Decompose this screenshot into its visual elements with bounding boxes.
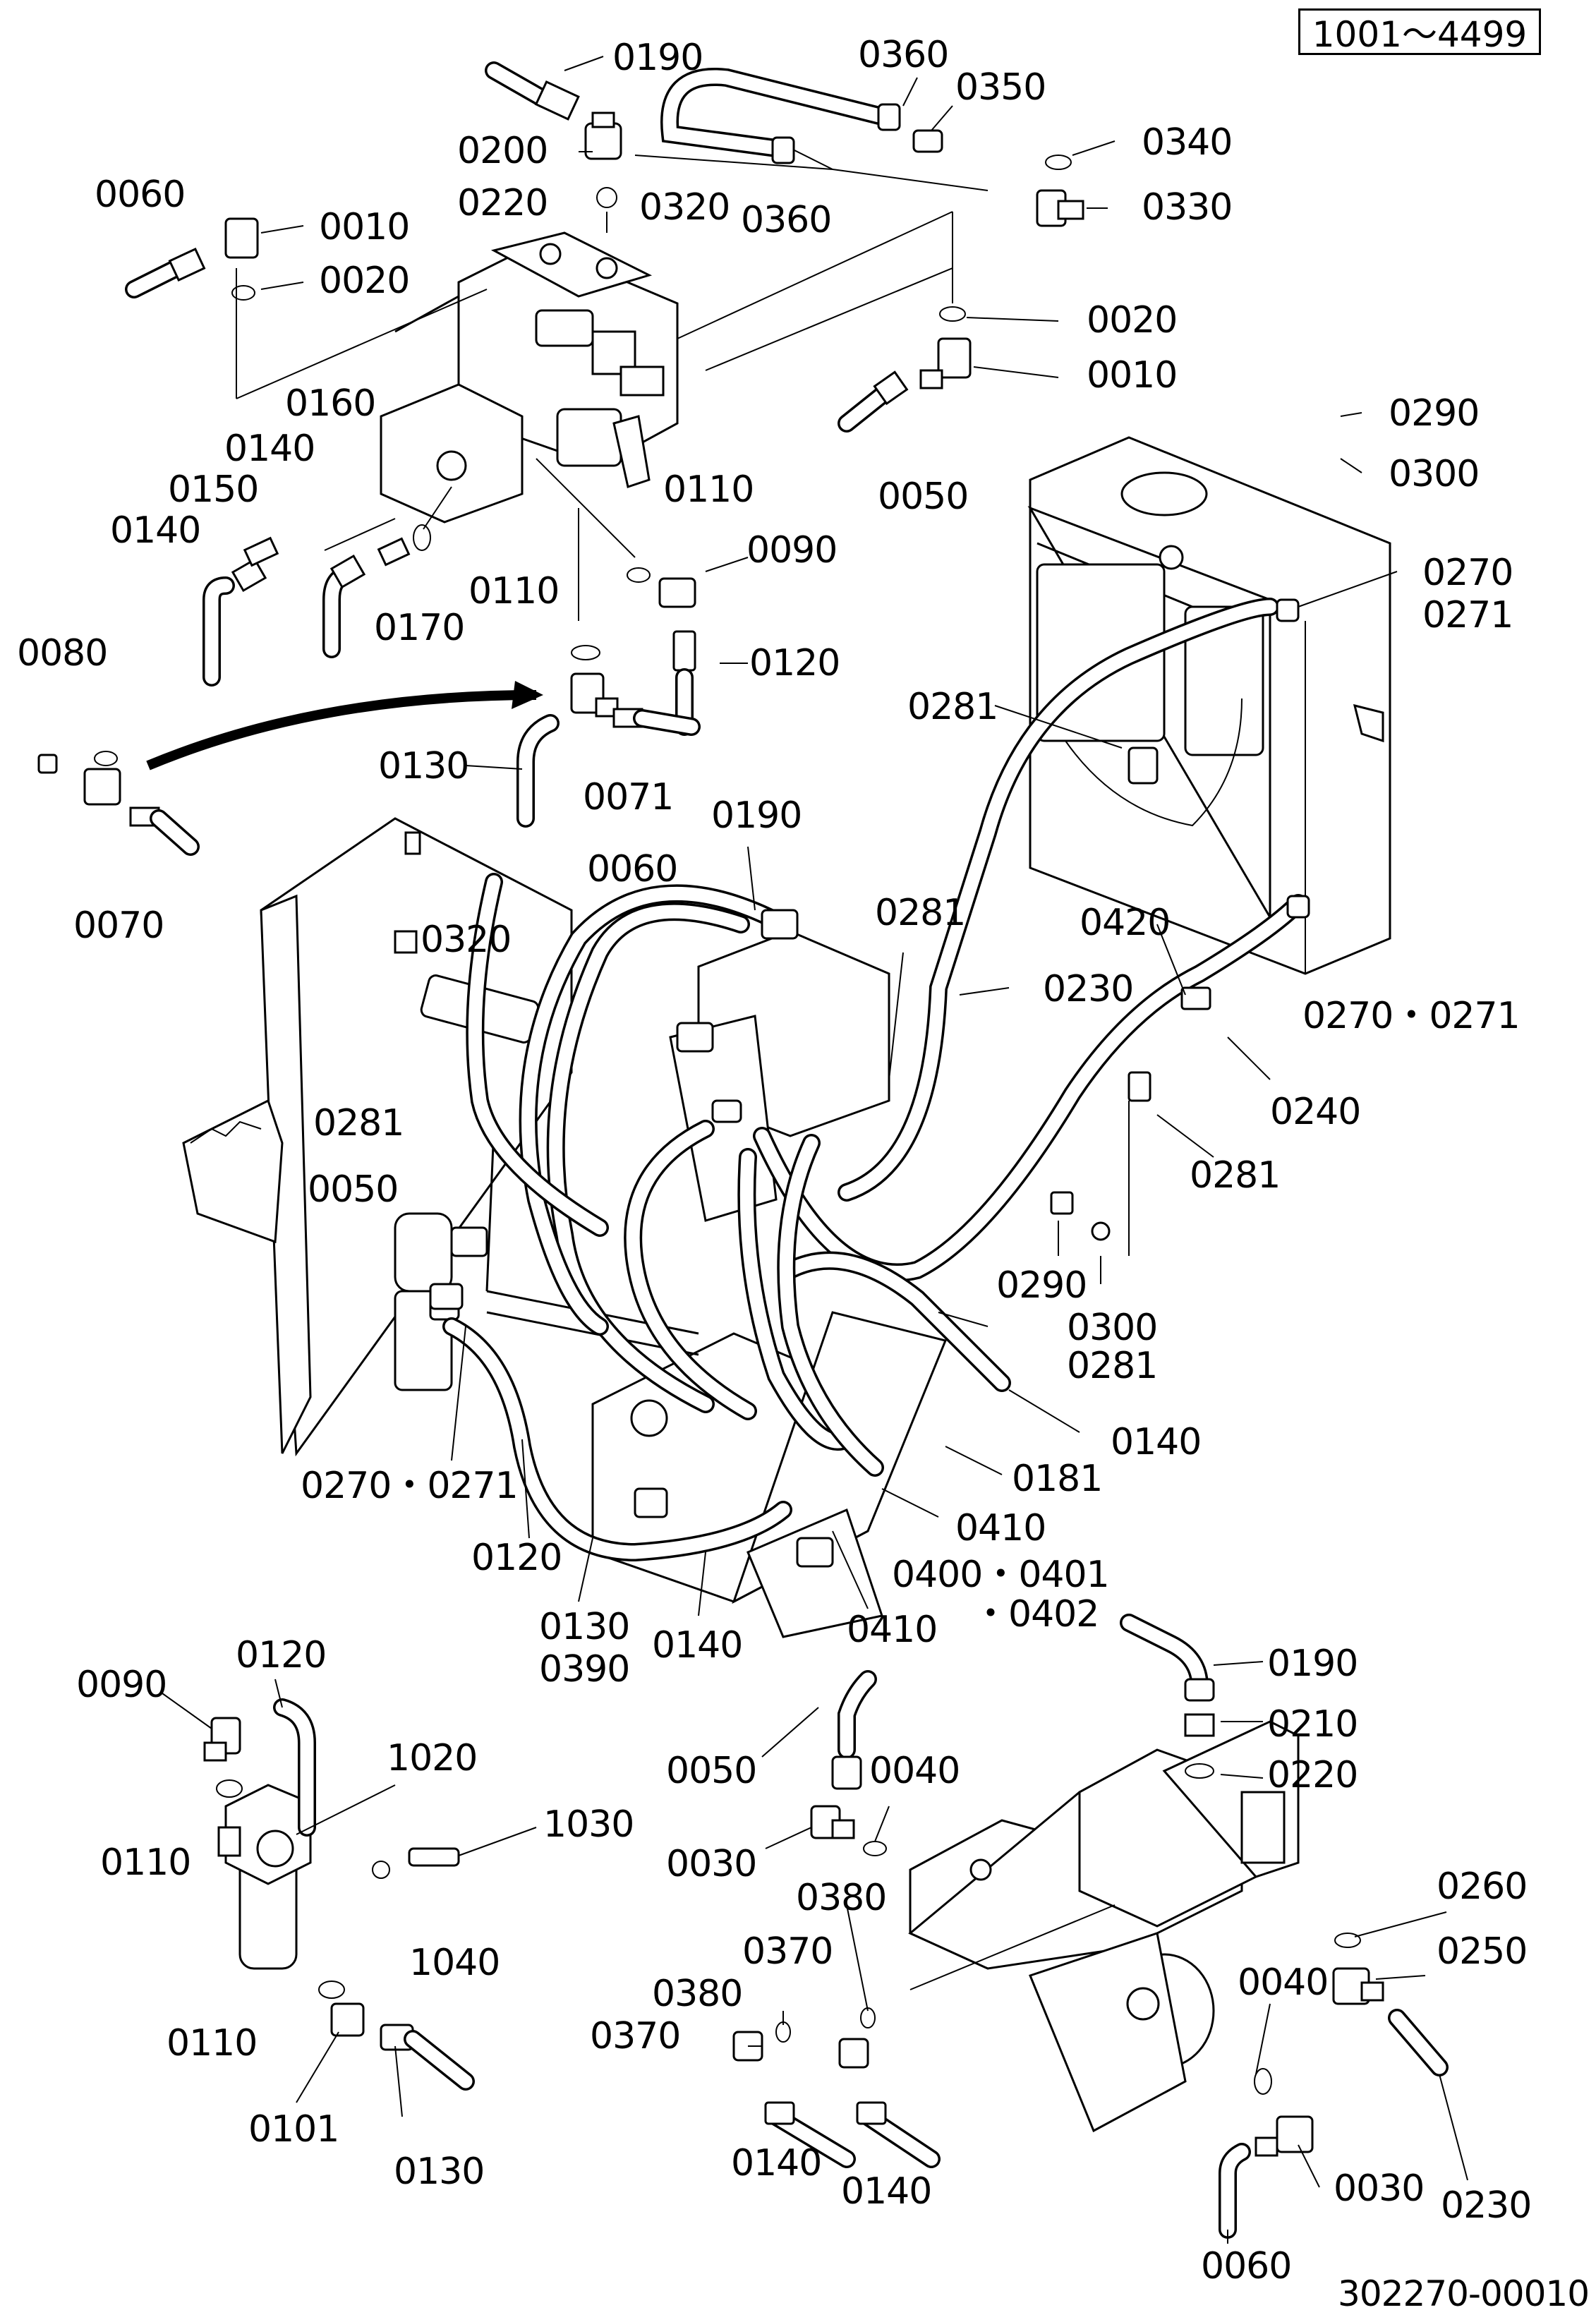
callout-label: 0220 [1267, 1754, 1358, 1796]
callout-label: 0290 [996, 1264, 1087, 1307]
callout-label: 0390 [539, 1648, 630, 1691]
callout-label: 0281 [875, 892, 966, 934]
callout-label: 0320 [421, 919, 512, 961]
top-hoses [37, 61, 1084, 856]
callout-label: 0140 [652, 1624, 743, 1667]
main-hoses [429, 598, 1310, 1568]
top-leader-lines [236, 140, 989, 621]
callout-label: 0071 [583, 776, 674, 818]
callout-label: 0080 [17, 632, 108, 675]
callout-label: 0020 [1087, 299, 1178, 341]
callout-label: 0360 [741, 199, 832, 241]
callout-label: 0260 [1437, 1866, 1528, 1908]
control-valve-top [380, 231, 679, 524]
callout-label: 0281 [1067, 1345, 1158, 1387]
callout-label: 0271 [1422, 594, 1513, 636]
callout-label: 0050 [878, 476, 969, 518]
callout-label: 0300 [1389, 453, 1480, 495]
pump-detail [732, 1614, 1449, 2239]
callout-label: 0030 [666, 1843, 757, 1885]
callout-label: 0420 [1080, 902, 1171, 944]
callout-label: 0140 [731, 2142, 822, 2184]
callout-label: 0190 [711, 794, 802, 837]
callout-label: 0160 [285, 382, 376, 425]
callout-label: 0130 [378, 745, 469, 787]
callout-label: 0060 [587, 848, 678, 890]
callout-label: 0090 [746, 529, 838, 572]
callout-label: 0181 [1012, 1458, 1103, 1500]
callout-label: 0140 [841, 2170, 932, 2213]
callout-label: 0190 [612, 37, 703, 79]
callout-label: 1020 [387, 1737, 478, 1779]
callout-label: 0110 [167, 2022, 258, 2064]
callout-label: 0060 [1201, 2245, 1292, 2287]
callout-label: 0110 [468, 570, 560, 612]
callout-label: 0020 [319, 260, 410, 302]
callout-label: 0090 [76, 1664, 167, 1706]
callout-label: 0320 [639, 186, 730, 229]
callout-label: 0210 [1267, 1703, 1358, 1746]
callout-label: 0370 [590, 2015, 681, 2057]
callout-label: 0250 [1437, 1930, 1528, 1973]
callout-label: 0230 [1441, 2184, 1532, 2227]
callout-label: 0281 [313, 1102, 404, 1144]
callout-label: 0040 [1238, 1961, 1329, 2004]
serial-range-label: 1001～4499 [1298, 8, 1541, 55]
callout-label: 1040 [409, 1942, 500, 1984]
callout-label: 0220 [457, 182, 548, 224]
callout-label: 0140 [224, 428, 315, 470]
callout-label: 0290 [1389, 392, 1480, 435]
callout-label: 0150 [168, 468, 259, 511]
callout-label: 0070 [73, 905, 164, 947]
filter-detail [203, 1698, 475, 2091]
leader-lines [162, 56, 1468, 2244]
callout-label: 0270・0271 [1302, 995, 1521, 1037]
callout-label: 0040 [869, 1750, 960, 1792]
callout-label: 0370 [742, 1930, 833, 1973]
callout-label: 0120 [236, 1634, 327, 1676]
callout-label: 0380 [652, 1973, 743, 2015]
callout-label: 0340 [1142, 121, 1233, 164]
callout-label: 0140 [110, 509, 201, 552]
callout-label: 0400・0401 [892, 1554, 1110, 1596]
callout-label: 0050 [308, 1168, 399, 1211]
callout-label: 0010 [1087, 354, 1178, 397]
main-assembly [182, 817, 948, 1638]
callout-label: 0101 [248, 2108, 339, 2151]
callout-label: 0120 [749, 642, 840, 684]
callout-label: 0130 [539, 1606, 630, 1648]
callout-label: 0281 [1190, 1154, 1281, 1197]
callout-label: 0270 [1422, 552, 1513, 594]
callout-label: 0380 [796, 1877, 887, 1919]
callout-label: 0190 [1267, 1643, 1358, 1685]
callout-label: 0300 [1067, 1307, 1158, 1349]
callout-label: 0110 [100, 1842, 191, 1884]
callout-label: 0230 [1043, 968, 1134, 1010]
callout-label: 0330 [1142, 186, 1233, 229]
callout-label: 0010 [319, 206, 410, 248]
callout-label: 0060 [95, 174, 186, 216]
callout-label: 0030 [1334, 2167, 1425, 2210]
callout-label: 0110 [663, 468, 754, 511]
callout-label: 0281 [907, 686, 998, 728]
callout-label: 0200 [457, 130, 548, 172]
callout-label: 0410 [847, 1609, 938, 1651]
document-number: 302270-00010 [1338, 2273, 1590, 2314]
callout-label: 0240 [1270, 1091, 1361, 1133]
callout-label: 0270・0271 [301, 1465, 519, 1507]
callout-label: 0140 [1111, 1421, 1202, 1463]
callout-label: 0130 [394, 2151, 485, 2193]
callout-label: 0350 [955, 66, 1046, 109]
callout-label: 0050 [666, 1750, 757, 1792]
callout-label: ・0402 [972, 1593, 1099, 1635]
callout-label: 0360 [858, 34, 949, 76]
callout-label: 0410 [955, 1507, 1046, 1549]
radiator [1027, 436, 1391, 975]
callout-label: 0170 [374, 607, 465, 649]
callout-label: 0120 [471, 1537, 562, 1579]
callout-label: 1030 [543, 1803, 634, 1846]
